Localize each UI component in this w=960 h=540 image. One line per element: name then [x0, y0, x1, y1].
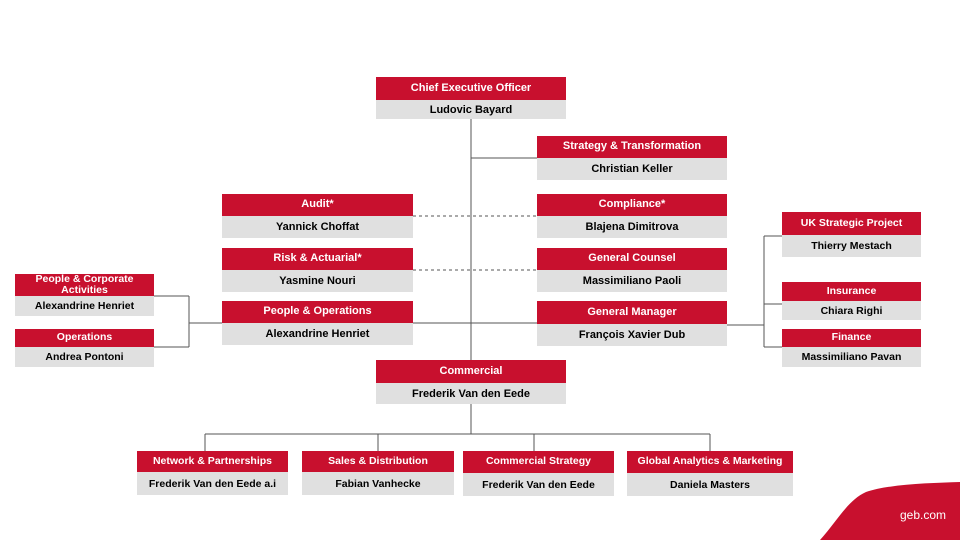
commercial-person: Frederik Van den Eede	[376, 383, 566, 404]
general-manager-role: General Manager	[537, 301, 727, 324]
commercial-strategy-role: Commercial Strategy	[463, 451, 614, 473]
general-manager-person: François Xavier Dub	[537, 324, 727, 346]
operations-person: Andrea Pontoni	[15, 347, 154, 367]
counsel-role: General Counsel	[537, 248, 727, 270]
commercial-strategy-box: Commercial Strategy Frederik Van den Eed…	[463, 451, 614, 496]
commercial-strategy-person: Frederik Van den Eede	[463, 473, 614, 496]
people-corporate-role: People & Corporate Activities	[15, 273, 154, 296]
ceo-person: Ludovic Bayard	[376, 100, 566, 119]
people-ops-box: People & Operations Alexandrine Henriet	[222, 301, 413, 345]
compliance-role: Compliance*	[537, 194, 727, 216]
counsel-box: General Counsel Massimiliano Paoli	[537, 248, 727, 292]
strategy-role: Strategy & Transformation	[537, 136, 727, 158]
insurance-person: Chiara Righi	[782, 301, 921, 320]
analytics-person: Daniela Masters	[627, 473, 793, 496]
insurance-box: Insurance Chiara Righi	[782, 282, 921, 320]
network-person: Frederik Van den Eede a.i	[137, 472, 288, 495]
sales-person: Fabian Vanhecke	[302, 472, 454, 495]
finance-person: Massimiliano Pavan	[782, 347, 921, 367]
operations-box: Operations Andrea Pontoni	[15, 329, 154, 367]
insurance-role: Insurance	[782, 282, 921, 301]
network-box: Network & Partnerships Frederik Van den …	[137, 451, 288, 495]
brand-corner-shape	[820, 480, 960, 540]
strategy-person: Christian Keller	[537, 158, 727, 180]
counsel-person: Massimiliano Paoli	[537, 270, 727, 292]
uk-strategic-role: UK Strategic Project	[782, 212, 921, 235]
general-manager-box: General Manager François Xavier Dub	[537, 301, 727, 346]
analytics-box: Global Analytics & Marketing Daniela Mas…	[627, 451, 793, 496]
uk-strategic-box: UK Strategic Project Thierry Mestach	[782, 212, 921, 257]
risk-role: Risk & Actuarial*	[222, 248, 413, 270]
compliance-person: Blajena Dimitrova	[537, 216, 727, 238]
footer-url: geb.com	[899, 508, 946, 522]
audit-box: Audit* Yannick Choffat	[222, 194, 413, 238]
compliance-box: Compliance* Blajena Dimitrova	[537, 194, 727, 238]
people-corporate-box: People & Corporate Activities Alexandrin…	[15, 273, 154, 316]
network-role: Network & Partnerships	[137, 451, 288, 472]
people-corporate-person: Alexandrine Henriet	[15, 296, 154, 316]
operations-role: Operations	[15, 329, 154, 347]
people-ops-role: People & Operations	[222, 301, 413, 323]
ceo-role: Chief Executive Officer	[376, 77, 566, 100]
people-ops-person: Alexandrine Henriet	[222, 323, 413, 345]
commercial-box: Commercial Frederik Van den Eede	[376, 360, 566, 404]
strategy-box: Strategy & Transformation Christian Kell…	[537, 136, 727, 180]
risk-box: Risk & Actuarial* Yasmine Nouri	[222, 248, 413, 292]
sales-box: Sales & Distribution Fabian Vanhecke	[302, 451, 454, 495]
audit-role: Audit*	[222, 194, 413, 216]
audit-person: Yannick Choffat	[222, 216, 413, 238]
uk-strategic-person: Thierry Mestach	[782, 235, 921, 257]
risk-person: Yasmine Nouri	[222, 270, 413, 292]
finance-role: Finance	[782, 329, 921, 347]
analytics-role: Global Analytics & Marketing	[627, 451, 793, 473]
commercial-role: Commercial	[376, 360, 566, 383]
ceo-box: Chief Executive Officer Ludovic Bayard	[376, 77, 566, 119]
finance-box: Finance Massimiliano Pavan	[782, 329, 921, 367]
sales-role: Sales & Distribution	[302, 451, 454, 472]
